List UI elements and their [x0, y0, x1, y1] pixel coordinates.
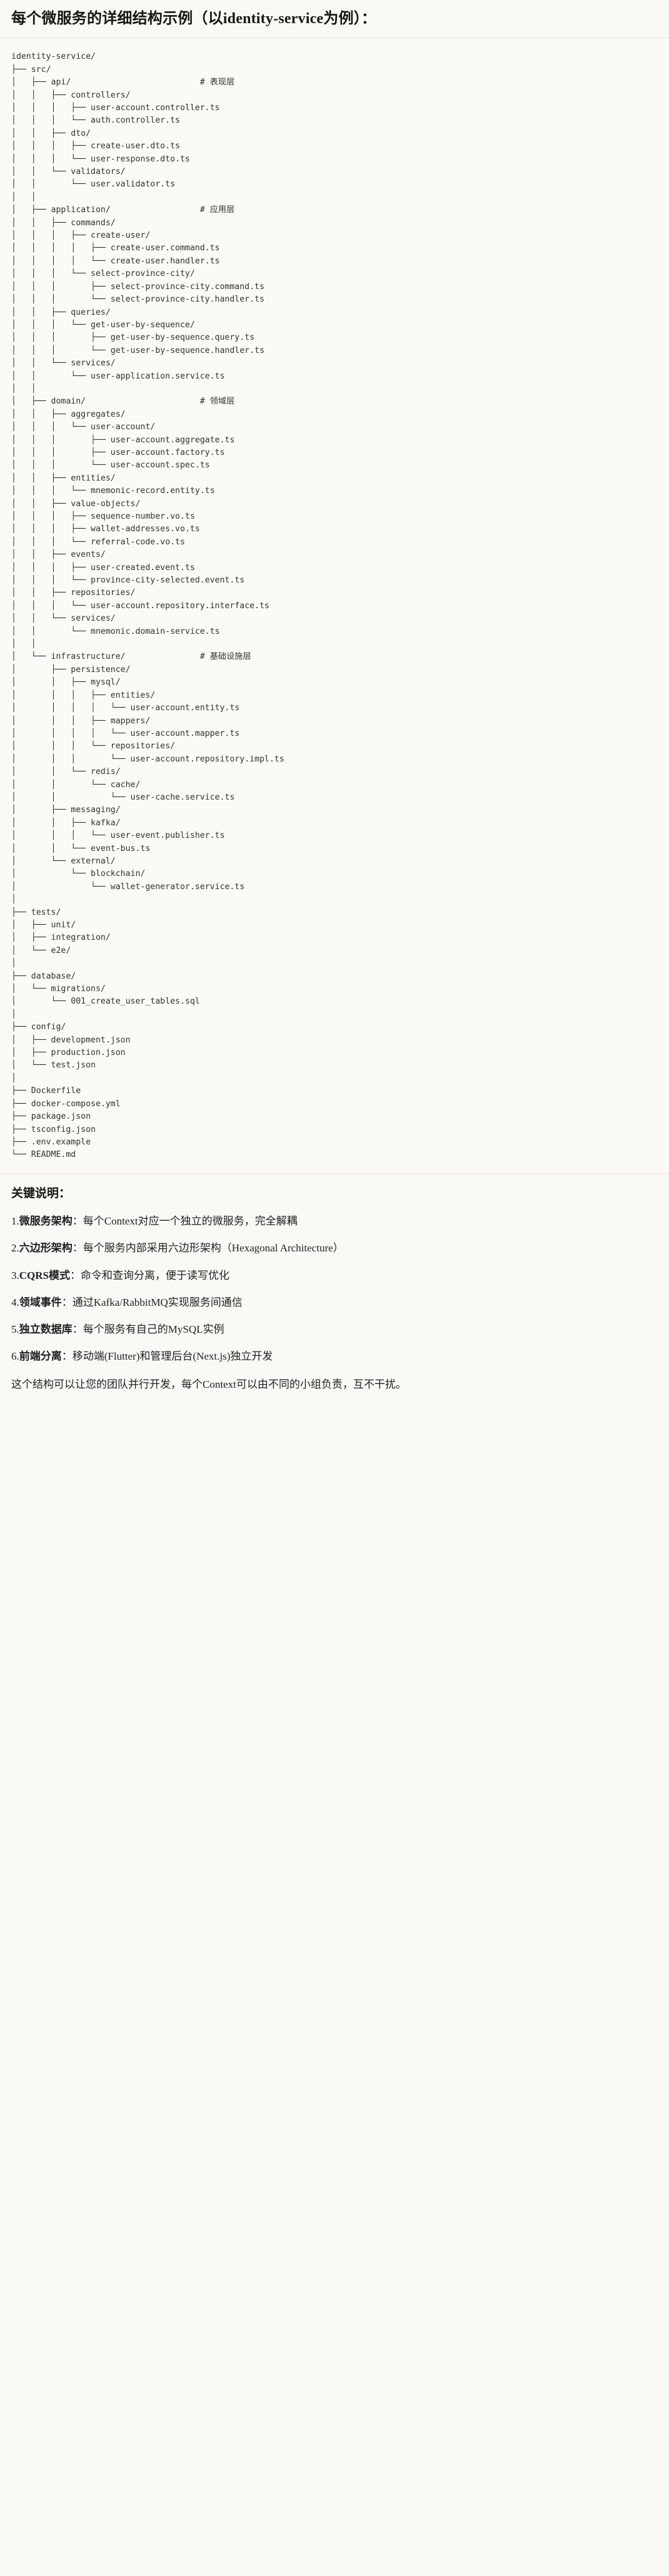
list-item-description: 每个Context对应一个独立的微服务，完全解耦 [83, 1215, 298, 1228]
list-item: 2.六边形架构：每个服务内部采用六边形架构（Hexagonal Architec… [11, 1240, 658, 1256]
list-item-term: CQRS模式 [19, 1269, 70, 1281]
key-points-title: 关键说明： [11, 1186, 71, 1200]
list-item: 6.前端分离：移动端(Flutter)和管理后台(Next.js)独立开发 [11, 1348, 658, 1365]
list-item-separator: ： [61, 1296, 73, 1308]
list-item-term: 前端分离 [19, 1350, 62, 1363]
list-item-term: 微服务架构 [19, 1215, 73, 1228]
list-item-description: 通过Kafka/RabbitMQ实现服务间通信 [72, 1296, 243, 1308]
list-item-description: 每个服务内部采用六边形架构（Hexagonal Architecture） [83, 1242, 344, 1255]
list-item-number: 4. [11, 1296, 19, 1308]
page-title: 每个微服务的详细结构示例（以identity-service为例）： [11, 11, 377, 27]
list-item-term: 六边形架构 [19, 1242, 73, 1255]
divider-bottom [0, 1173, 669, 1174]
list-item: 3.CQRS模式：命令和查询分离，便于读写优化 [11, 1267, 658, 1284]
list-item-number: 6. [11, 1350, 19, 1363]
list-item-separator: ： [72, 1323, 83, 1335]
list-item: 4.领域事件：通过Kafka/RabbitMQ实现服务间通信 [11, 1294, 658, 1311]
list-item-separator: ： [69, 1269, 81, 1281]
list-item-separator: ： [72, 1215, 83, 1228]
list-item-term: 领域事件 [19, 1296, 62, 1308]
list-item-separator: ： [72, 1242, 83, 1255]
list-item-number: 1. [11, 1215, 19, 1228]
list-item: 5.独立数据库：每个服务有自己的MySQL实例 [11, 1321, 658, 1338]
answer-page: 每个微服务的详细结构示例（以identity-service为例）： ident… [0, 11, 669, 1407]
list-item-number: 2. [11, 1242, 19, 1255]
key-points-list: 1.微服务架构：每个Context对应一个独立的微服务，完全解耦 2.六边形架构… [11, 1213, 658, 1365]
list-item-term: 独立数据库 [19, 1323, 73, 1335]
code-block: identity-service/ ├── src/ │ ├── api/ # … [0, 38, 669, 1173]
list-item-description: 命令和查询分离，便于读写优化 [80, 1269, 229, 1281]
list-item: 1.微服务架构：每个Context对应一个独立的微服务，完全解耦 [11, 1213, 658, 1229]
list-item-number: 5. [11, 1323, 19, 1335]
directory-tree: identity-service/ ├── src/ │ ├── api/ # … [11, 52, 284, 1160]
list-item-separator: ： [61, 1350, 73, 1363]
list-item-description: 每个服务有自己的MySQL实例 [83, 1323, 224, 1335]
list-item-description: 移动端(Flutter)和管理后台(Next.js)独立开发 [72, 1350, 273, 1363]
key-points-section: 关键说明： 1.微服务架构：每个Context对应一个独立的微服务，完全解耦 2… [0, 1174, 669, 1407]
closing-paragraph: 这个结构可以让您的团队并行开发，每个Context可以由不同的小组负责，互不干扰… [11, 1378, 406, 1391]
list-item-number: 3. [11, 1269, 19, 1281]
